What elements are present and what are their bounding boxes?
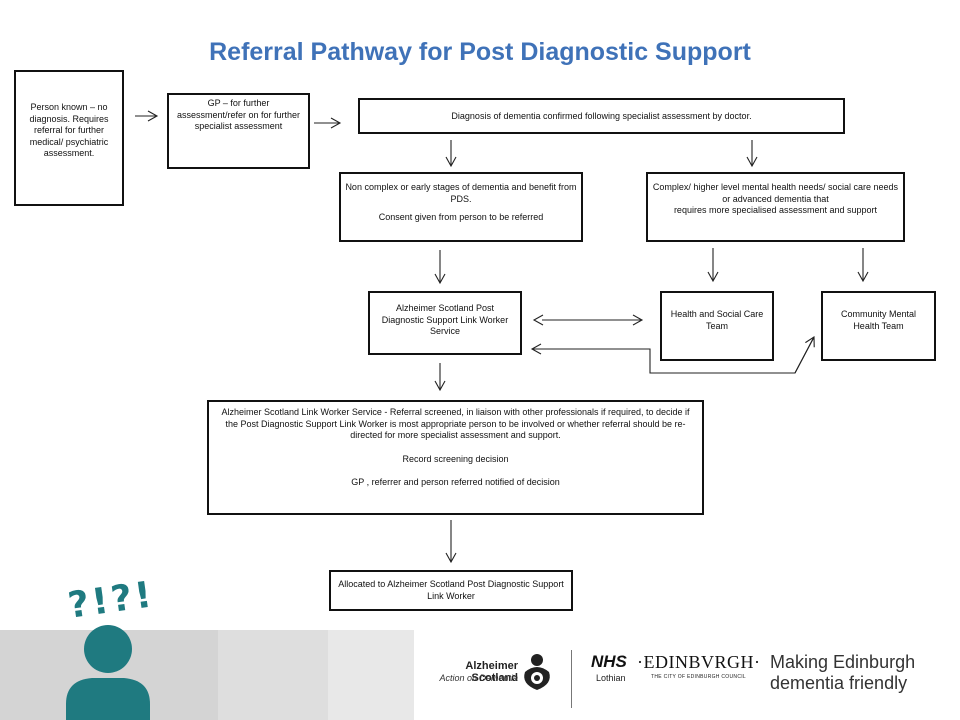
box-health-social-text: Health and Social Care Team: [670, 309, 764, 331]
footer-band-2: [218, 630, 328, 720]
box-screening-text-2: Record screening decision: [402, 453, 509, 464]
box-person-known: Person known – no diagnosis. Requires re…: [14, 70, 124, 206]
box-diagnosis: Diagnosis of dementia confirmed followin…: [358, 98, 845, 134]
box-gp: GP – for further assessment/refer on for…: [167, 93, 310, 169]
box-cmht: Community Mental Health Team: [821, 291, 936, 361]
alzheimer-scotland-logo-name: Alzheimer Scotland: [465, 660, 518, 684]
arrow-cmht-to-pds: [530, 336, 815, 374]
slogan-line-2: dementia friendly: [770, 673, 908, 693]
box-complex: Complex/ higher level mental health need…: [646, 172, 905, 242]
box-screening: Alzheimer Scotland Link Worker Service -…: [207, 400, 704, 515]
box-complex-text-3: requires more specialised assessment and…: [673, 205, 878, 215]
box-alzheimer-pds: Alzheimer Scotland Post Diagnostic Suppo…: [368, 291, 522, 355]
box-allocated-text: Allocated to Alzheimer Scotland Post Dia…: [338, 579, 564, 601]
box-alzheimer-pds-text: Alzheimer Scotland Post Diagnostic Suppo…: [381, 303, 509, 336]
alzheimer-scotland-emblem-icon: [524, 654, 550, 690]
box-person-known-text: Person known – no diagnosis. Requires re…: [29, 102, 109, 158]
nhs-lothian-label: Lothian: [596, 673, 626, 683]
page-title: Referral Pathway for Post Diagnostic Sup…: [209, 38, 751, 66]
slogan-line-1: Making Edinburgh: [770, 652, 916, 672]
footer-band-4: [414, 630, 960, 720]
edinburgh-council-sub: THE CITY OF EDINBURGH COUNCIL: [651, 674, 747, 680]
box-diagnosis-text: Diagnosis of dementia confirmed followin…: [451, 111, 752, 121]
alzheimer-scotland-logo-tagline: Action on Dementia: [439, 673, 518, 683]
person-icon: [66, 625, 150, 720]
box-non-complex-text-1: Non complex or early stages of dementia …: [345, 182, 577, 204]
box-health-social: Health and Social Care Team: [660, 291, 774, 361]
box-non-complex: Non complex or early stages of dementia …: [339, 172, 583, 242]
edinburgh-council-logo: ·EDINBVRGH·: [637, 652, 761, 672]
box-allocated: Allocated to Alzheimer Scotland Post Dia…: [329, 570, 573, 611]
footer-divider: [571, 650, 572, 708]
box-screening-text-3: GP , referrer and person referred notifi…: [351, 477, 560, 487]
box-screening-text-1: Alzheimer Scotland Link Worker Service -…: [221, 407, 690, 440]
nhs-logo: NHS: [591, 652, 627, 671]
arrow-cmht-feed: [794, 335, 815, 374]
box-complex-text-2: or advanced dementia that: [722, 193, 829, 204]
box-gp-text: GP – for further assessment/refer on for…: [176, 98, 301, 131]
box-cmht-text: Community Mental Health Team: [840, 309, 917, 331]
box-complex-text-1: Complex/ higher level mental health need…: [652, 182, 899, 192]
box-non-complex-text-2: Consent given from person to be referred: [378, 212, 544, 222]
footer-banner: Alzheimer Scotland Action on Dementia NH…: [0, 630, 960, 720]
footer-band-3: [328, 630, 414, 720]
connector-arrows: [135, 110, 869, 564]
